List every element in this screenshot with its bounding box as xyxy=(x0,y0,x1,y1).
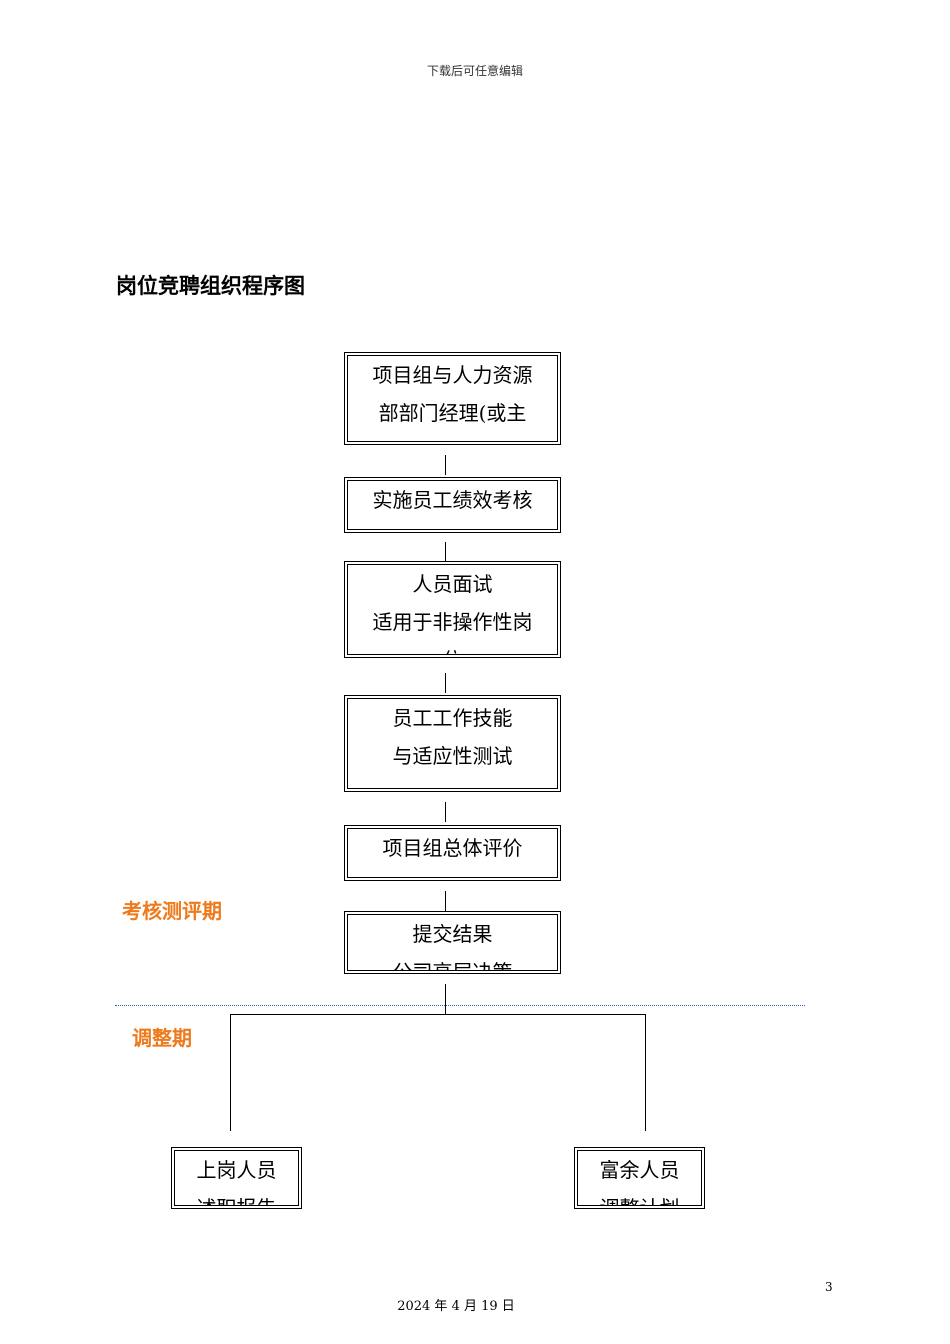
box-performance-review: 实施员工绩效考核 xyxy=(344,477,561,533)
box-line: 富余人员 xyxy=(599,1158,680,1182)
box-line: 与适应性测试 xyxy=(392,744,513,768)
box-line: 上岗人员 xyxy=(196,1158,277,1182)
box-line: 人员面试 xyxy=(412,572,493,596)
box-overall-evaluation: 项目组总体评价 xyxy=(344,825,561,881)
branch-line xyxy=(230,1014,646,1015)
branch-left-line xyxy=(230,1014,231,1131)
box-interview: 人员面试 适用于非操作性岗 位 xyxy=(344,561,561,658)
box-line: 项目组总体评价 xyxy=(382,836,523,860)
connector-line xyxy=(445,455,446,475)
connector-line xyxy=(445,984,446,1008)
box-line: 实施员工绩效考核 xyxy=(372,488,533,512)
page-header: 下载后可任意编辑 xyxy=(426,64,523,78)
box-line: 提交结果 xyxy=(412,922,493,946)
phase-divider xyxy=(115,1005,805,1006)
box-line: 适用于非操作性岗 xyxy=(372,610,533,634)
box-line: 述职报告 xyxy=(196,1196,277,1209)
connector-line xyxy=(445,542,446,562)
box-line: 位 xyxy=(348,641,557,654)
box-line: 项目组与人力资源 xyxy=(372,363,533,387)
connector-line xyxy=(445,802,446,822)
footer-date: 2024 年 4 月 19 日 xyxy=(397,1299,515,1314)
box-line: 调整计划 xyxy=(599,1196,680,1209)
branch-right-line xyxy=(645,1014,646,1131)
phase-label-assessment: 考核测评期 xyxy=(122,899,222,923)
box-line: 公司高层决策 xyxy=(392,960,513,974)
box-submit-results: 提交结果 公司高层决策 xyxy=(344,911,561,974)
box-project-team-hr: 项目组与人力资源 部部门经理(或主 xyxy=(344,352,561,445)
phase-label-adjustment: 调整期 xyxy=(132,1026,192,1050)
box-on-post-staff: 上岗人员 述职报告 xyxy=(171,1147,302,1209)
box-surplus-staff: 富余人员 调整计划 xyxy=(574,1147,705,1209)
page-title: 岗位竞聘组织程序图 xyxy=(116,274,305,298)
connector-line xyxy=(445,891,446,911)
box-skills-test: 员工工作技能 与适应性测试 xyxy=(344,695,561,792)
box-line: 部部门经理(或主 xyxy=(378,401,527,425)
connector-line xyxy=(445,673,446,693)
box-line: 员工工作技能 xyxy=(392,706,513,730)
page-number: 3 xyxy=(825,1280,833,1294)
connector-line xyxy=(445,1008,446,1015)
